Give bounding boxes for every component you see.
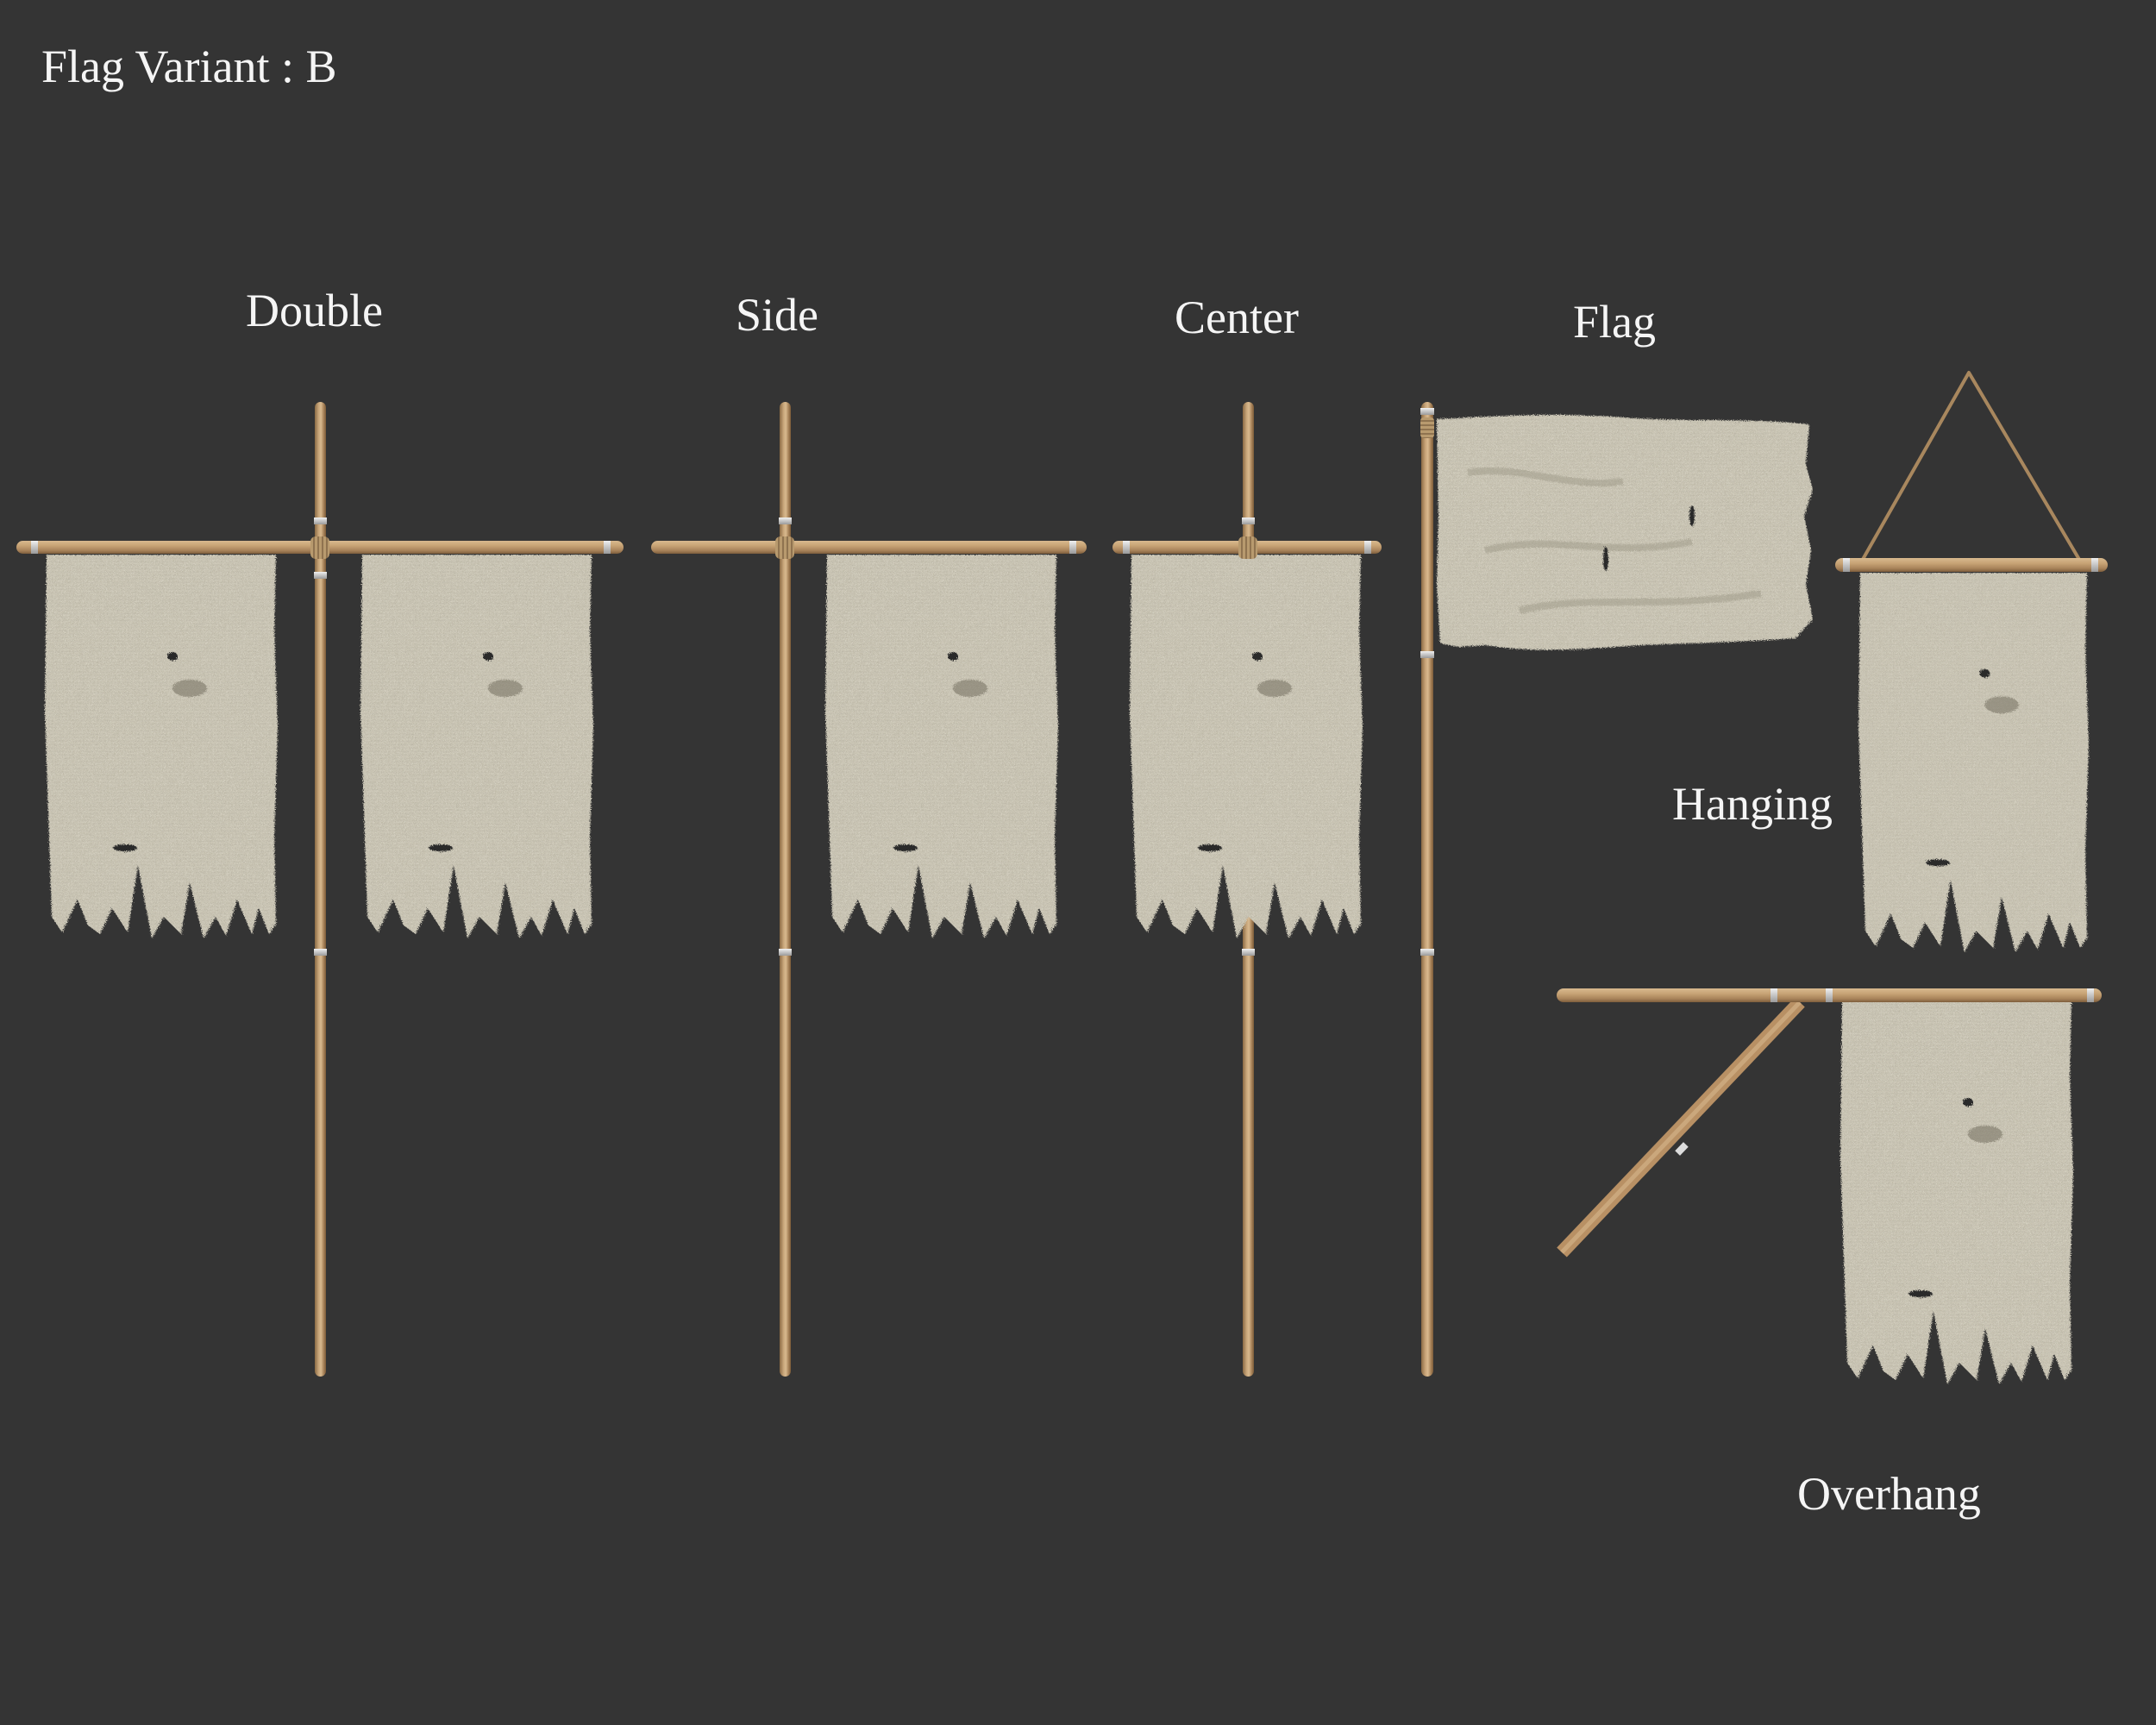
metal-band [314,518,327,524]
metal-band [314,949,327,956]
metal-band [31,541,38,554]
banner-cloth [1839,1000,2076,1384]
metal-band [779,518,792,524]
metal-band [1843,558,1850,572]
metal-band [314,572,327,579]
metal-band [1420,651,1434,658]
metal-band [2091,558,2098,572]
pole-vertical [1421,402,1433,1377]
overhang-brace [1557,997,1805,1258]
metal-band [1364,541,1371,554]
rope-wrap [1420,417,1434,438]
label-hanging: Hanging [1672,778,1833,830]
metal-band [1242,949,1255,956]
label-flag: Flag [1573,296,1657,348]
metal-band [1420,408,1434,415]
banner-cloth-left [43,555,280,938]
banner-cloth-right [359,555,596,938]
flag-cloth [1433,412,1813,662]
metal-band [1123,541,1130,554]
pole-vertical [315,402,326,1377]
page-title: Flag Variant : B [41,41,337,92]
hanging-rope [1859,371,2083,564]
label-side: Side [736,289,819,341]
rope-knot [310,536,329,559]
hanging-bar [1835,558,2108,572]
metal-band [1069,541,1076,554]
banner-cloth [1128,555,1365,938]
label-overhang: Overhang [1797,1468,1981,1520]
metal-band [1242,518,1255,524]
banner-cloth [1854,573,2094,952]
label-double: Double [246,285,383,336]
crossbar [651,541,1087,554]
pole-vertical [780,402,791,1377]
metal-band [1826,988,1833,1002]
rope-knot [775,536,794,559]
metal-band [2087,988,2094,1002]
metal-band [1771,988,1777,1002]
metal-band [604,541,611,554]
metal-band [779,949,792,956]
banner-cloth [824,555,1061,938]
rope-knot [1238,536,1257,559]
label-center: Center [1175,292,1299,343]
metal-band [1420,949,1434,956]
